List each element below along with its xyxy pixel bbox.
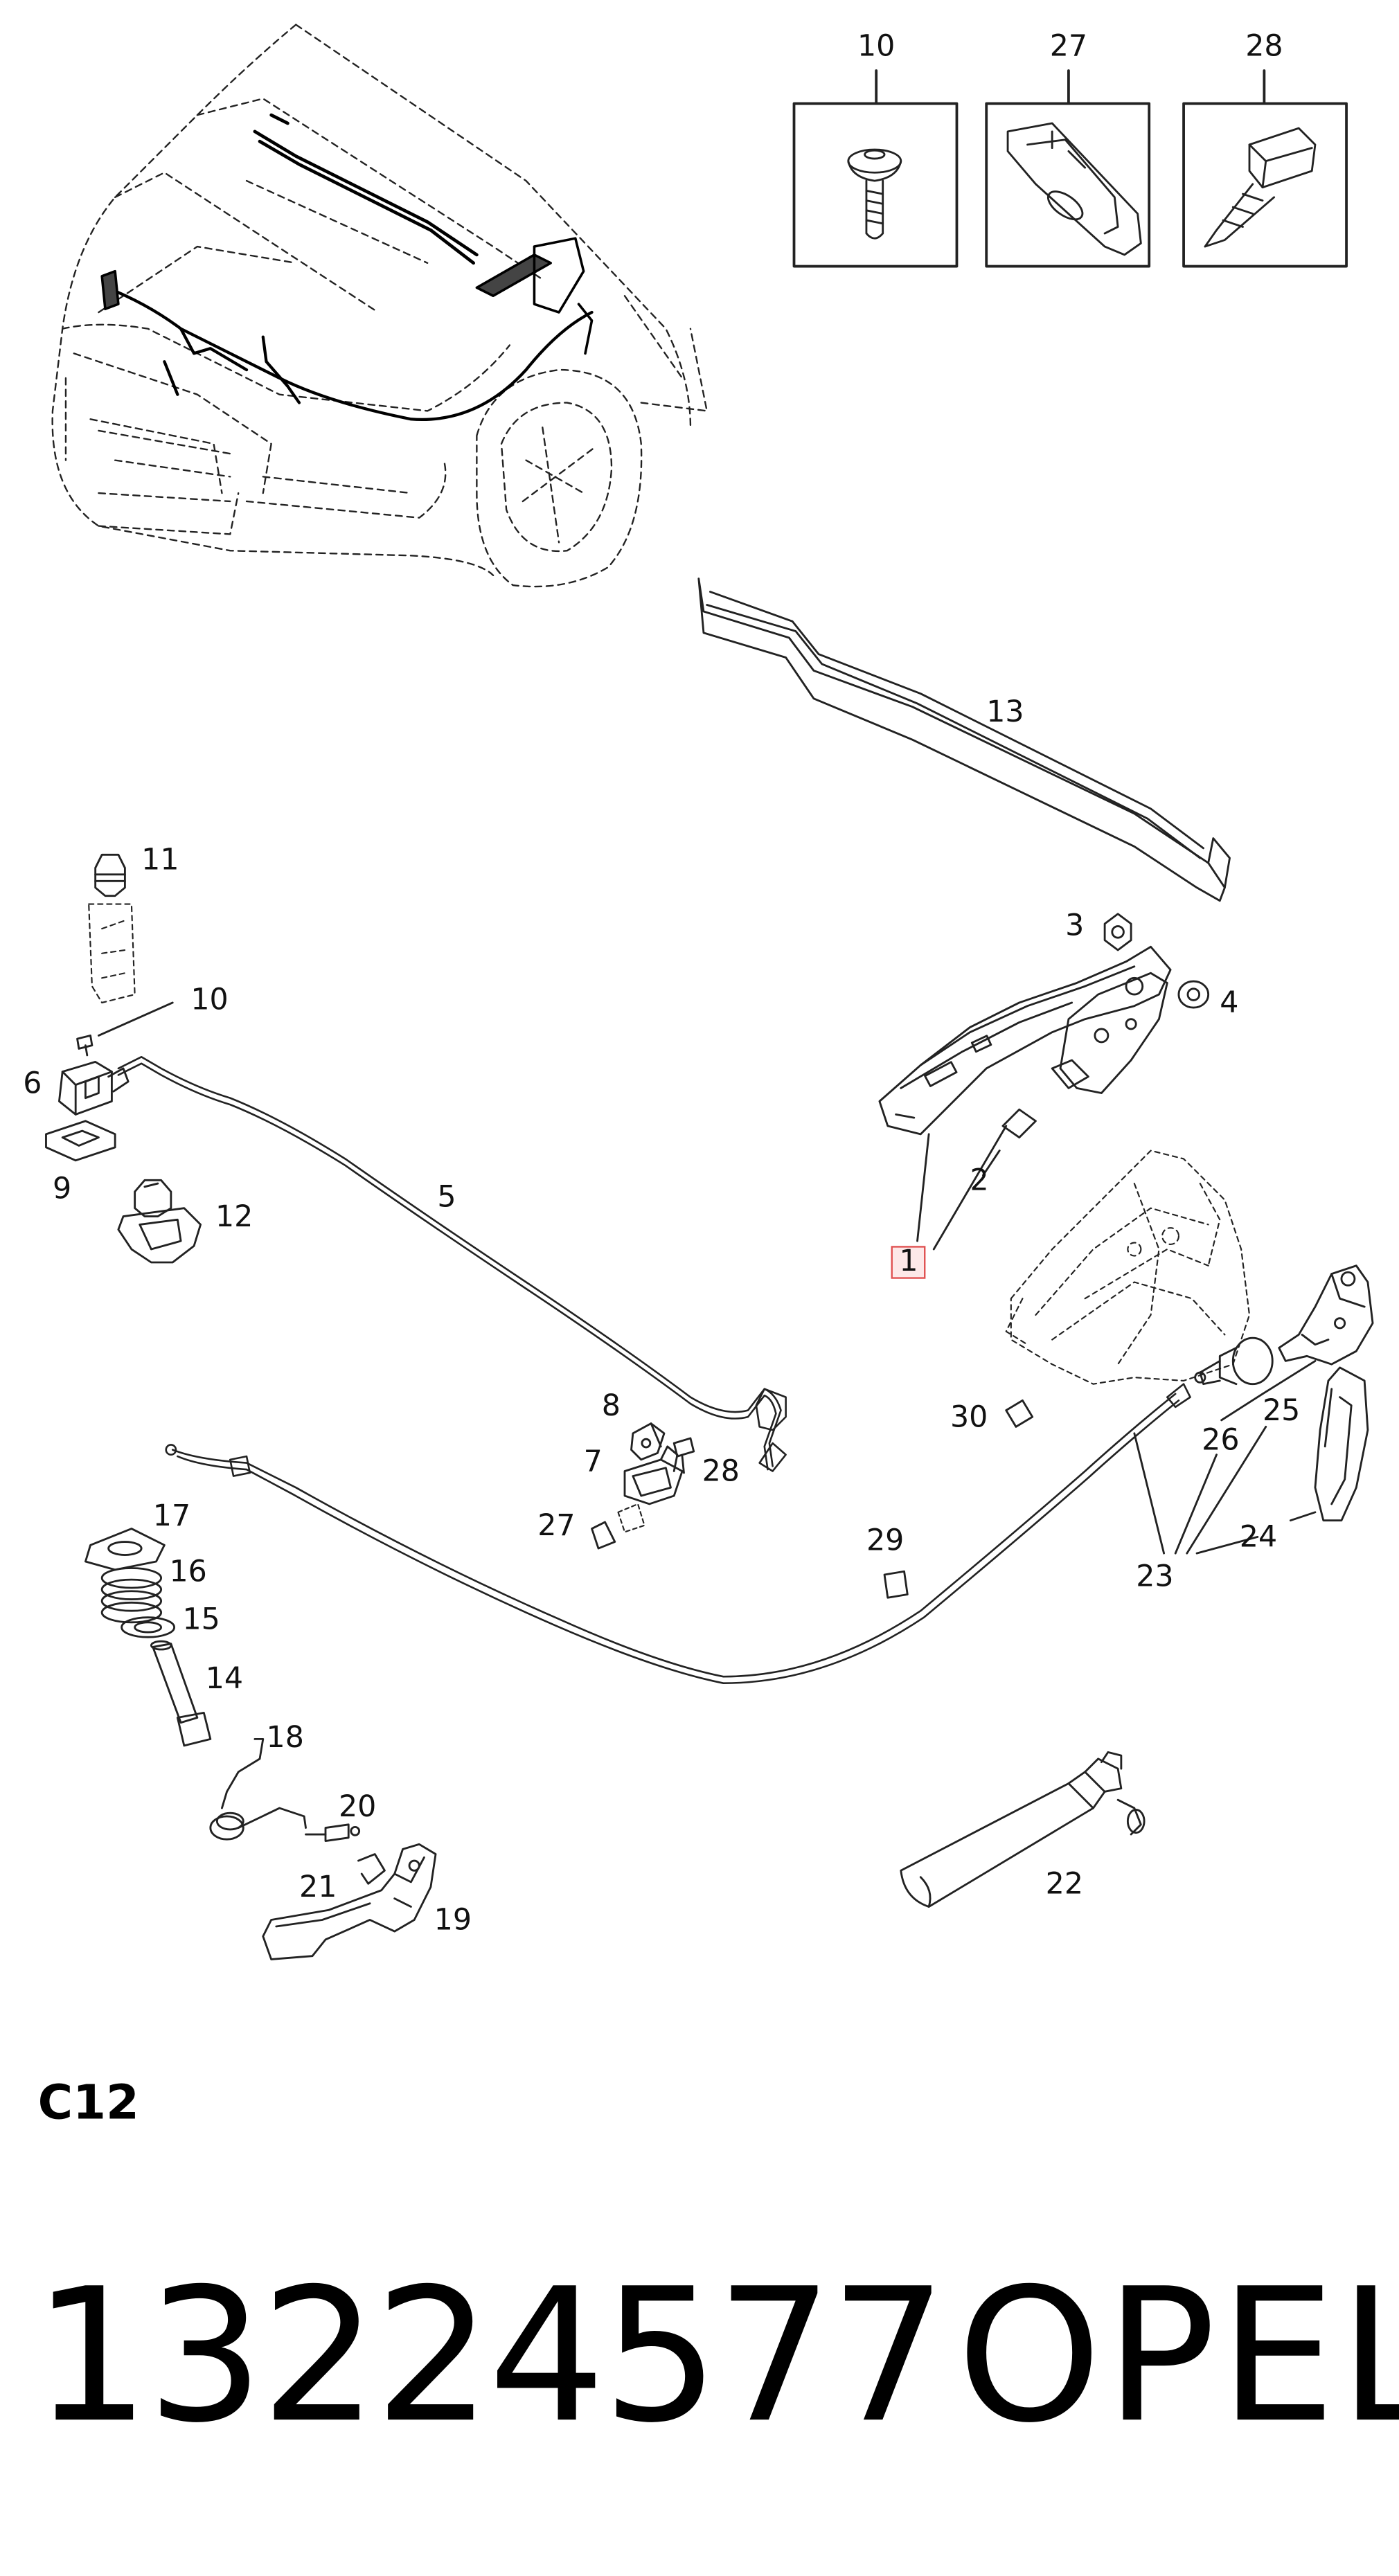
callout-3: 3 [1065,909,1085,944]
callout-14: 14 [205,1661,244,1697]
callout-10: 10 [190,983,229,1018]
clip-27-solid [591,1521,616,1550]
inset-screw-10 [847,148,902,240]
callout-17: 17 [152,1499,191,1534]
bracket-7 [623,1445,684,1505]
callout-24: 24 [1239,1520,1278,1555]
lock-part-6 [58,1060,130,1116]
callout-22: 22 [1045,1867,1084,1902]
callout-18: 18 [266,1721,304,1756]
callout-16: 16 [169,1555,207,1590]
clip-27 [617,1503,645,1533]
grommet-17 [84,1528,166,1571]
inset-label-27: 27 [1049,29,1088,64]
callout-28: 28 [702,1454,740,1490]
callout-27: 27 [537,1509,576,1544]
spring-21 [357,1853,386,1885]
callout-9: 9 [52,1172,72,1207]
washer-15 [121,1616,176,1638]
inset-frames [792,69,1348,268]
release-cable-23 [165,1383,1191,1684]
callout-4: 4 [1220,986,1239,1021]
callout-6: 6 [23,1066,42,1102]
leader-1b [932,1125,1008,1251]
callout-20: 20 [338,1789,377,1825]
section-code: C12 [37,2074,139,2131]
callout-1-highlighted[interactable]: 1 [891,1246,927,1279]
operating-cable-5 [117,1055,787,1472]
release-knob-26 [1194,1336,1274,1386]
screw-10 [76,1001,174,1057]
callout-8: 8 [601,1388,621,1424]
callout-2: 2 [970,1163,989,1199]
release-handle-24 [1314,1366,1369,1522]
leader-2 [982,1150,1001,1177]
safety-spring-18 [209,1737,307,1841]
callout-25: 25 [1263,1393,1301,1429]
callout-21: 21 [299,1870,337,1906]
bonnet-hinge-1 [878,945,1172,1139]
car-front-overview [51,24,708,588]
callout-29: 29 [866,1523,905,1559]
brand-name: OPEL [956,2250,1399,2465]
nut-4 [1177,980,1210,1009]
inset-label-28: 28 [1245,29,1283,64]
callout-30: 30 [950,1400,988,1435]
bump-stop-11 [94,853,126,897]
bump-stop-holder [88,903,136,1004]
lock-12 [117,1179,202,1264]
gas-strut-22 [900,1751,1146,1908]
pin-20 [305,1823,361,1842]
nut-3 [1103,913,1132,951]
fender-panel [1005,1150,1251,1385]
release-lever-bracket-25 [1278,1264,1374,1366]
inset-screw-28 [1204,127,1317,248]
leader-1a [916,1133,930,1242]
callout-11: 11 [141,843,179,878]
lock-plate-9 [45,1120,116,1162]
spring-16 [100,1567,163,1624]
part-number: 13224577 [33,2250,947,2465]
screw-28 [672,1437,695,1474]
callout-7: 7 [583,1444,603,1480]
rod-14 [150,1640,212,1747]
safety-catch-19 [262,1843,437,1960]
callout-26: 26 [1202,1423,1240,1458]
leaders-23-26 [1133,1359,1317,1555]
callout-23: 23 [1136,1559,1174,1595]
callout-5: 5 [437,1180,456,1215]
inset-clip-27 [1006,122,1142,256]
inset-label-10: 10 [857,29,895,64]
callout-12: 12 [215,1199,253,1235]
windscreen-seal [253,113,479,265]
clip-29 [883,1570,909,1599]
callout-15: 15 [182,1602,220,1638]
clip-30 [1005,1399,1034,1428]
callout-19: 19 [434,1903,472,1938]
bonnet-seal-13 [697,578,1231,902]
engine-harness [105,286,594,422]
cable-clip-8 [630,1422,666,1461]
callout-13: 13 [986,695,1024,730]
hinge-on-car [100,237,594,355]
